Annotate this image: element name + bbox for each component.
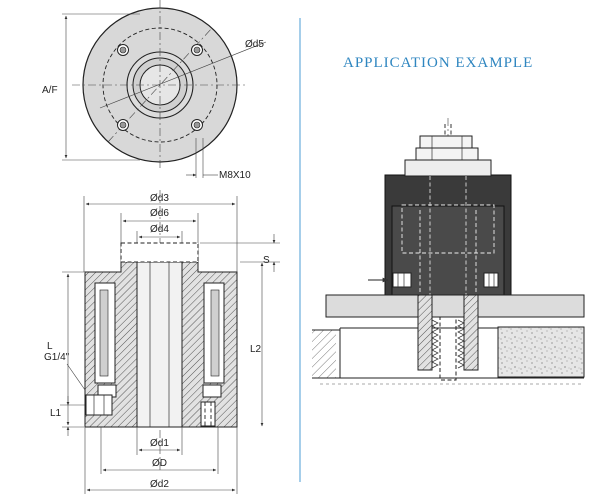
central-bore [136, 261, 183, 428]
label-d1: Ød1 [150, 438, 169, 449]
heading-application-example: APPLICATION EXAMPLE [343, 55, 533, 71]
label-thread: M8X10 [219, 170, 251, 181]
anchor-sleeve-left [417, 294, 433, 371]
label-d3: Ød3 [150, 193, 169, 204]
top-nut [419, 135, 473, 149]
label-d4: Ød4 [150, 224, 169, 235]
label-port: G1/4" [44, 352, 70, 363]
concrete-block [497, 326, 585, 378]
label-s: S [263, 255, 270, 266]
label-af: A/F [42, 85, 58, 96]
foundation-soil [312, 330, 336, 378]
anchor-sleeve-right [463, 294, 479, 371]
label-l2: L2 [250, 344, 262, 355]
mounting-holes [117, 44, 203, 131]
label-l: L [47, 341, 53, 352]
section-view: Ød3 Ød6 Ød4 S L2 L L1 G1/4" [44, 190, 280, 494]
piston-top [120, 242, 199, 263]
label-d6: Ød6 [150, 208, 169, 219]
top-view: A/F Ød5 M8X10 [42, 0, 267, 181]
label-d2: Ød2 [150, 479, 169, 490]
application-example-drawing [312, 118, 585, 385]
coil-spring [431, 319, 465, 369]
label-d: ØD [152, 458, 167, 469]
base-plate [325, 294, 585, 318]
oil-port [85, 394, 113, 416]
label-d5: Ød5 [245, 39, 264, 50]
label-l1: L1 [50, 408, 62, 419]
